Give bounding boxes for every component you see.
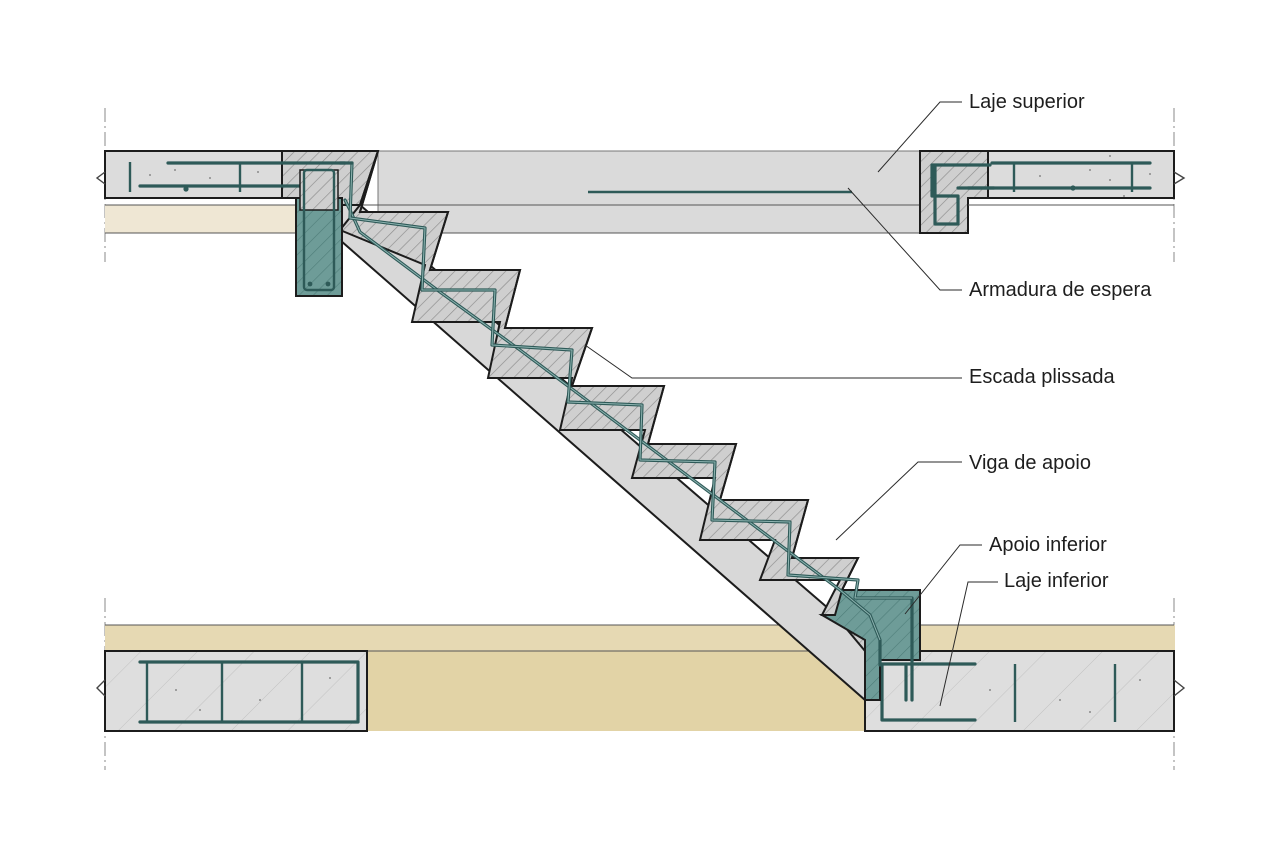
- label-laje-inferior: Laje inferior: [1004, 570, 1109, 592]
- lower-slab: [96, 624, 1186, 732]
- stair-rebar: [338, 161, 914, 702]
- upper-slab: [95, 150, 1186, 234]
- label-armadura-de-espera: Armadura de espera: [969, 279, 1152, 301]
- callout-leaders: [584, 101, 998, 707]
- label-escada-plissada: Escada plissada: [969, 366, 1116, 388]
- label-laje-superior: Laje superior: [969, 91, 1085, 113]
- callout-labels: Laje superior Armadura de espera Escada …: [969, 91, 1152, 592]
- lower-support-beam: [818, 589, 921, 701]
- upper-support-beam: [295, 168, 343, 297]
- label-apoio-inferior: Apoio inferior: [989, 534, 1107, 556]
- label-viga-de-apoio: Viga de apoio: [969, 452, 1091, 474]
